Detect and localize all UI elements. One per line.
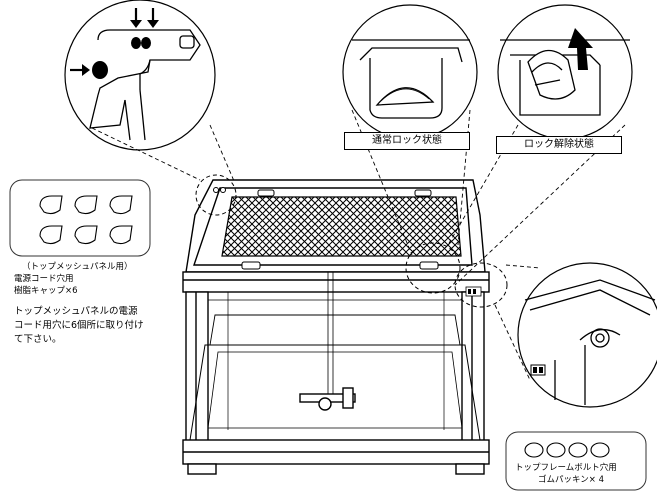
instruction-line-3: て下さい。 (14, 334, 62, 345)
gasket-caption-1: トップフレームボルト穴用 (515, 463, 617, 473)
corner-clips (213, 187, 439, 270)
detail-marker-center (405, 242, 461, 294)
top-mesh-panel (221, 196, 462, 257)
detail-bubble-power (517, 262, 657, 408)
mesh-cap-caption-2: 電源コード穴用 (14, 274, 74, 284)
mesh-cap-caption-1: （トップメッシュパネル用） (22, 262, 133, 272)
gasket-caption-2: ゴムパッキン× 4 (538, 475, 604, 485)
detail-marker-left (195, 174, 237, 216)
arrow-down-icon (130, 8, 159, 28)
caps-parts-box (9, 179, 151, 257)
normal-lock-label: 通常ロック状態 (344, 132, 470, 150)
arrow-right-icon (70, 64, 90, 76)
lock-release-label: ロック解除状態 (496, 136, 622, 154)
detail-bubble-lock-release (497, 4, 633, 140)
detail-bubble-corner (64, 0, 216, 151)
instruction-line-2: コード用穴に6個所に取り付け (14, 320, 144, 331)
instruction-line-1: トップメッシュパネルの電源 (14, 306, 138, 317)
detail-bubble-normal-lock (342, 4, 478, 140)
resin-cap-icons (39, 195, 133, 245)
arrow-up-icon (568, 28, 593, 70)
mesh-cap-caption-3: 樹脂キャップ×6 (14, 286, 78, 296)
detail-marker-right (454, 262, 508, 308)
rubber-gasket-icons (524, 442, 610, 458)
